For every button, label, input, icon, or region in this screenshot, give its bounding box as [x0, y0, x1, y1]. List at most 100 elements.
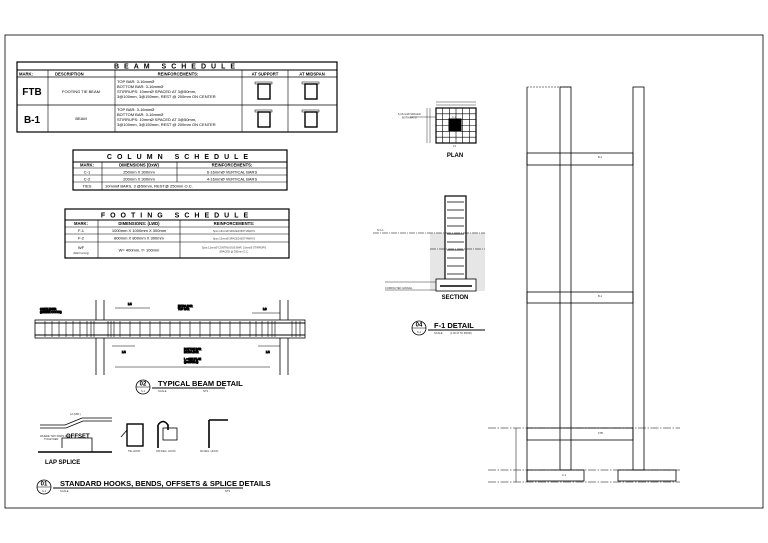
header-dimensions: DIMENSIONS: (LWD) — [118, 221, 160, 226]
footing-reinforcements: 3pcs 12mmØ CONTINUOUS BAR, 10mmØ STIRRUP… — [202, 246, 266, 250]
typical-beam-detail: CANTILEVER (WHERE OCCUR) EXTRA BAR TOP B… — [34, 300, 306, 395]
footing-schedule: FOOTING SCHEDULE MARK: DIMENSIONS: (LWD)… — [64, 208, 290, 259]
footing-reinforcements: 6pcs 12mmØ SPACED BOTHWAYS — [213, 237, 255, 241]
column-schedule: COLUMN SCHEDULE MARK: DIMENSIONS (DxW) R… — [72, 149, 288, 191]
ngl-label: N.G.L. — [377, 228, 385, 232]
beam-reinf-line: TOP BAR: 3-16mmØ — [117, 107, 154, 112]
header-at-support: AT SUPPORT — [252, 72, 279, 77]
header-mark: MARK: — [80, 163, 94, 168]
header-reinforcements: REINFORCEMENTS: — [212, 163, 253, 168]
footing-plan — [410, 101, 477, 144]
label-tie-hook: TIE HOOK — [128, 449, 141, 453]
footing-left — [526, 469, 585, 482]
note-extra-top: TOP BAR — [178, 307, 189, 311]
note-span: (VARIABLE) — [184, 360, 198, 364]
plan-note: BOTHWAYS — [402, 116, 417, 120]
scale-label: SCALE — [434, 331, 443, 335]
note-extra-bottom: BOTTOM BAR — [184, 347, 201, 351]
column-right — [632, 86, 645, 471]
detail-number: 02 — [140, 382, 147, 388]
detail-title: F-1 DETAIL — [434, 321, 474, 330]
frame-elevation — [488, 86, 680, 483]
header-dimensions: DIMENSIONS (DxW) — [119, 163, 159, 168]
label-lap-splice: LAP SPLICE — [45, 460, 80, 466]
header-mark: MARK: — [74, 221, 88, 226]
label-bars: WHERE TWO BARS ARE — [40, 434, 70, 438]
beam-mark: B-1 — [24, 115, 41, 126]
detail-sheet: S-1 — [417, 330, 422, 334]
label-offset: OFFSET — [66, 434, 90, 440]
note-cantilever: (WHERE OCCUR) — [40, 310, 62, 314]
plan-label: PLAN — [447, 153, 463, 159]
elevation-beam-mark: B-1 — [598, 155, 603, 159]
note-cantilever: CANTILEVER — [40, 307, 56, 311]
ties-text: 10mmØ BARS, 3 @50mm, REST@ 250mm O.C. — [105, 184, 193, 189]
note-span: L = SEE PLAN — [184, 357, 201, 361]
label-bars: TOGETHER — [44, 437, 58, 441]
detail-sheet: S-1 — [141, 389, 146, 393]
footing-mark: F-1 — [78, 228, 85, 233]
detail-number: 01 — [41, 482, 48, 488]
footing-section — [373, 195, 485, 292]
footing-right — [617, 469, 677, 482]
footing-reinforcements: SPACED @ 300mm O.C. — [219, 250, 249, 254]
detail-title: TYPICAL BEAM DETAIL — [158, 379, 243, 388]
hooks-detail — [38, 417, 228, 453]
beam-upper — [526, 152, 634, 166]
footing-mark: WF — [78, 245, 85, 250]
header-mark: MARK: — [19, 72, 33, 77]
detail-sheet: S-1 — [42, 489, 47, 493]
beam-section-sketches — [254, 81, 320, 128]
beam-description: FOOTING TIE BEAM — [62, 89, 100, 94]
ties-mark: TIES — [83, 184, 92, 189]
beam-reinf-line: BOTTOM BAR: 3-16mmØ — [117, 84, 163, 89]
header-reinforcements: REINFORCEMENTS: — [214, 221, 255, 226]
hooks-title-block — [36, 479, 243, 495]
column-dimensions: 200mm X 300mm — [123, 177, 155, 182]
plan-note: 6-16mmØ SPACED — [398, 112, 421, 116]
column-left — [559, 86, 572, 471]
scale-label: SCALE — [158, 389, 167, 393]
sheet-border — [4, 34, 764, 509]
note-extra-top: EXTRA BAR — [178, 304, 193, 308]
beam-mark: FTB — [22, 87, 41, 98]
label-180-hook: 180 DEG. HOOK — [156, 449, 176, 453]
beam-reinf-line: STIRRUPS: 10mmØ SPACED AT 3@50mm, — [117, 89, 196, 94]
column-reinforcements: 4-16mmØ VERTICAL BARS — [207, 177, 258, 182]
column-schedule-title: COLUMN SCHEDULE — [107, 154, 253, 161]
label-ld: Ld (MIN.) — [70, 412, 81, 416]
scale-value: NTS — [203, 389, 208, 393]
beam-schedule: BEAM SCHEDULE MARK: DESCRIPTION REINFORC… — [16, 61, 338, 133]
compacted-label: COMPACTED GRAVEL — [385, 286, 413, 290]
dim-l4: L/4 — [122, 350, 126, 354]
f1-title-block — [411, 320, 485, 336]
elevation-tie-beam-mark: FTB — [598, 431, 603, 435]
dim-l4: L/4 — [266, 350, 270, 354]
column-reinforcements: 6-16mmØ VERTICAL BARS — [207, 170, 258, 175]
column-mark: C-2 — [84, 177, 91, 182]
header-reinforcements: REINFORCEMENTS: — [158, 72, 199, 77]
footing-dimensions: 1000mm X 1000mm X 300mm — [112, 228, 167, 233]
plan-column-mark: C-1 — [452, 115, 457, 119]
beam-reinf-line: TOP BAR: 3-16mmØ — [117, 79, 154, 84]
column-dimensions: 250mm X 300mm — [123, 170, 155, 175]
beam-middle — [526, 291, 634, 304]
header-description: DESCRIPTION — [55, 72, 84, 77]
section-label: SECTION — [442, 295, 469, 301]
label-90-hook: 90 DEG. HOOK — [200, 449, 219, 453]
beam-reinf-line: BOTTOM BAR: 3-16mmØ — [117, 112, 163, 117]
scale-label: SCALE — [60, 489, 69, 493]
footing-dimensions: W= 400mm, t= 100mm — [119, 248, 160, 253]
footing-mark: F-2 — [78, 236, 85, 241]
header-at-midspan: AT MIDSPAN — [299, 72, 324, 77]
footing-schedule-title: FOOTING SCHEDULE — [101, 213, 253, 220]
tie-beam — [526, 427, 634, 441]
detail-number: 04 — [416, 323, 423, 329]
dim-l4: L/4 — [128, 302, 132, 306]
beam-reinf-line: STIRRUPS: 10mmØ SPACED AT 3@50mm, — [117, 117, 196, 122]
beam-schedule-title: BEAM SCHEDULE — [114, 64, 240, 71]
beam-description: BEAM — [75, 116, 86, 121]
footing-reinforcements: 6pcs 16mmØ SPACED BOTHWAYS — [213, 229, 255, 233]
scale-value: (1:30 M TO 25000) — [450, 331, 472, 335]
